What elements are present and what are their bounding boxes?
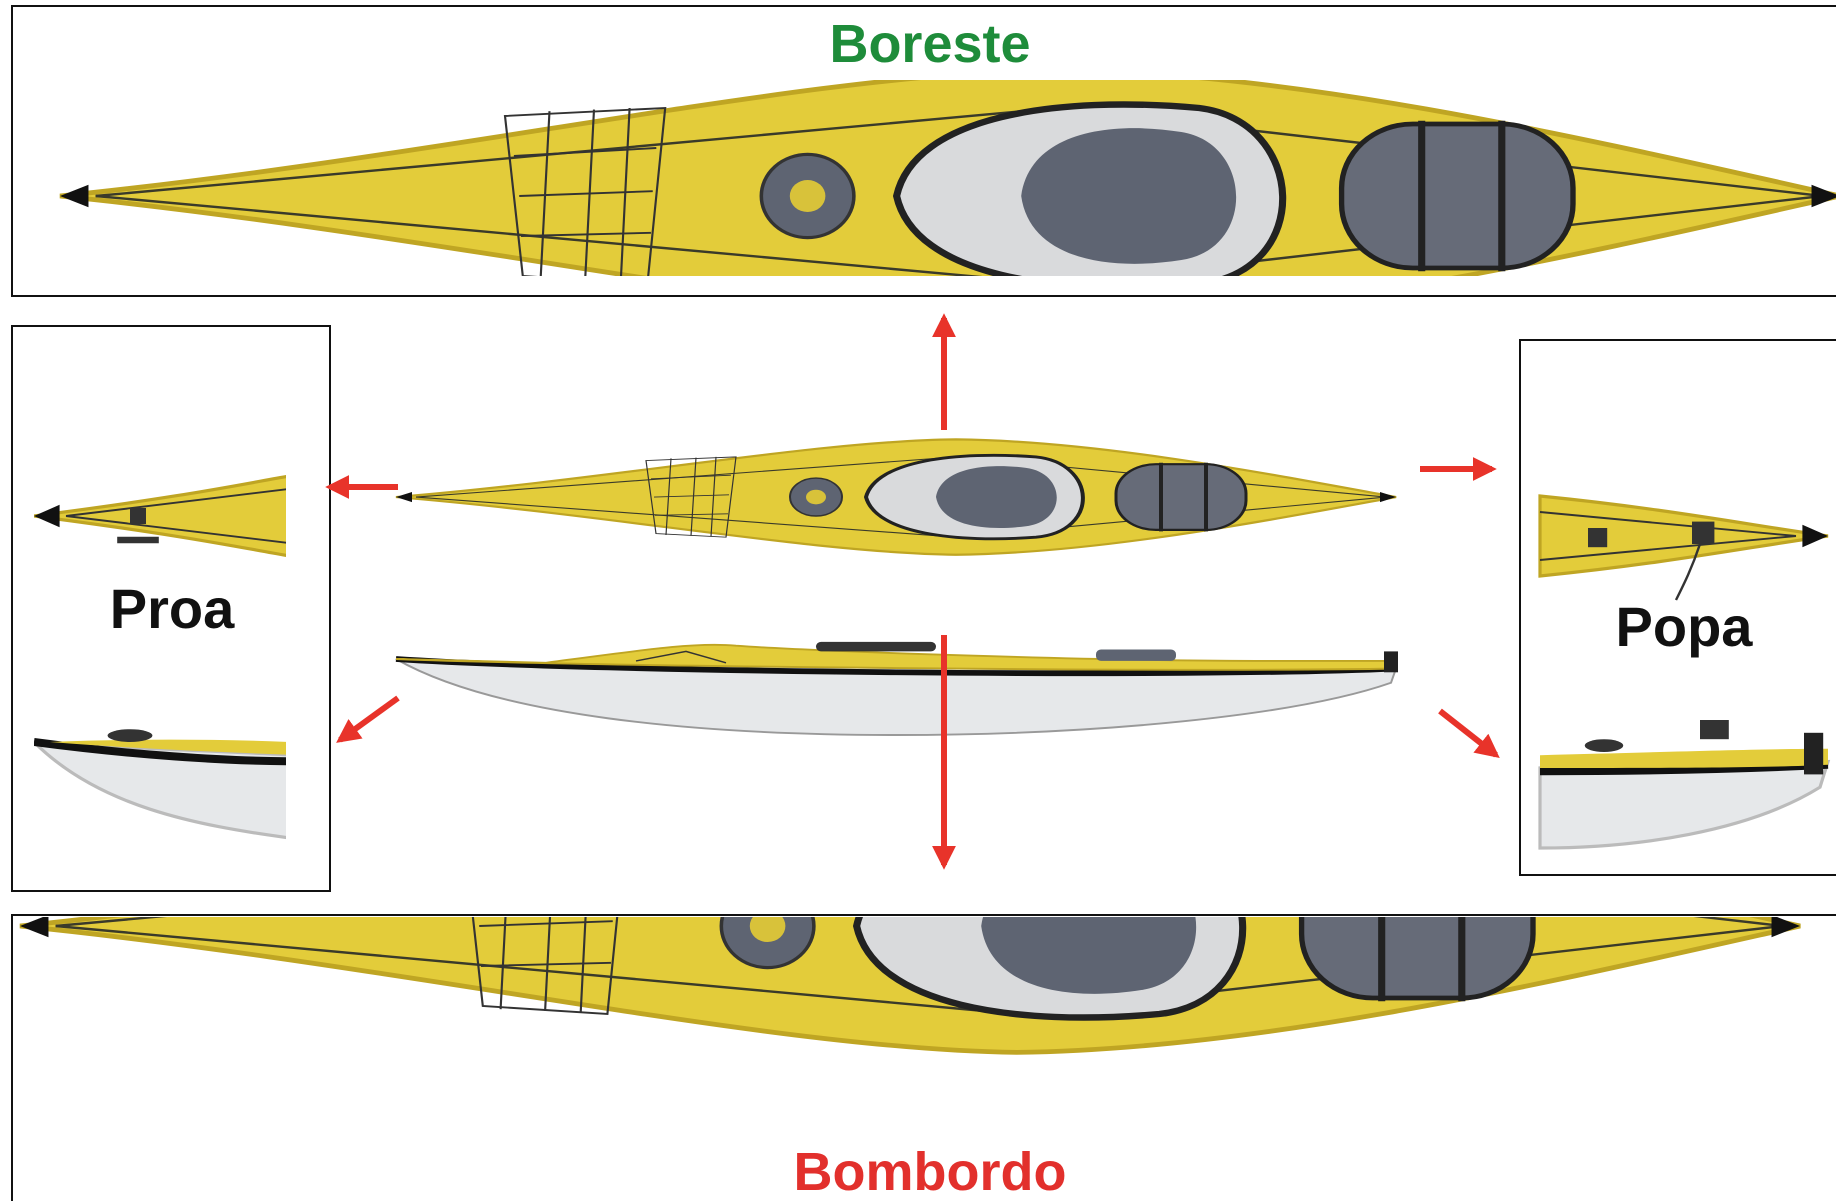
- port-label: Bombordo: [794, 1142, 1067, 1201]
- bow-kayak-closeup: [34, 476, 290, 838]
- direction-arrows: [330, 318, 1496, 865]
- arrow-right-lower-icon: [1440, 711, 1496, 755]
- stern-label: Popa: [1616, 595, 1754, 658]
- bow-label: Proa: [110, 577, 235, 640]
- stern-kayak-closeup: [1540, 496, 1828, 848]
- starboard-kayak-closeup: [60, 70, 1836, 323]
- arrow-left-lower-icon: [340, 698, 398, 740]
- starboard-label: Boreste: [829, 14, 1030, 74]
- center-kayak-top-view: [396, 439, 1396, 554]
- center-kayak-side-view: [396, 642, 1398, 735]
- port-kayak-closeup: [20, 800, 1800, 1053]
